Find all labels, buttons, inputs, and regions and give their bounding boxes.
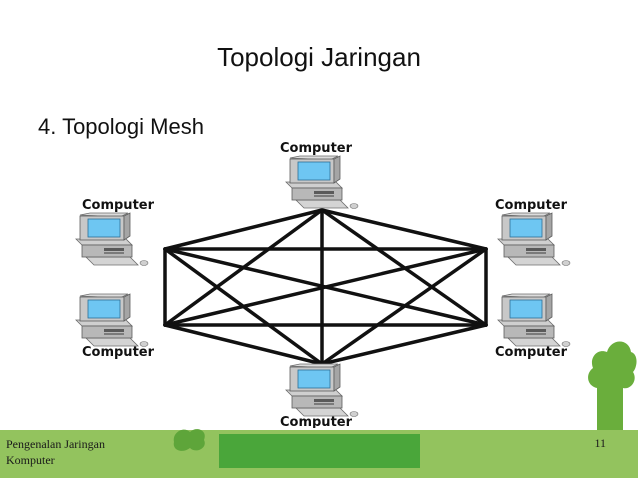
- computer-node-left-lower: Computer: [75, 293, 155, 360]
- computer-node-right-lower: Computer: [495, 293, 571, 360]
- computer-label-bottom: Computer: [280, 415, 353, 428]
- computer-node-right-upper: Computer: [495, 198, 571, 266]
- computer-label-right-upper: Computer: [495, 198, 568, 213]
- computer-node-bottom: Computer: [280, 363, 359, 428]
- computer-label-top: Computer: [280, 141, 353, 156]
- computer-node-left-upper: Computer: [75, 198, 155, 266]
- decorative-leaf-icon: [173, 429, 205, 451]
- footer-bar: Pengenalan Jaringan Komputer 11: [0, 430, 638, 478]
- mesh-links: [163, 208, 488, 366]
- computer-label-left-upper: Computer: [82, 198, 155, 213]
- slide-title: Topologi Jaringan: [217, 42, 421, 72]
- computer-label-right-lower: Computer: [495, 345, 568, 360]
- page-number: 11: [594, 436, 606, 450]
- footer-course-label: Pengenalan Jaringan Komputer: [6, 437, 105, 467]
- decorative-tree-icon: [588, 341, 637, 430]
- footer-accent-block: [219, 434, 420, 468]
- computer-label-left-lower: Computer: [82, 345, 155, 360]
- computer-node-top: Computer: [280, 141, 359, 209]
- mesh-topology-diagram: Computer Computer Computer Computer Comp…: [75, 141, 571, 428]
- slide-subtitle: 4. Topologi Mesh: [38, 114, 204, 139]
